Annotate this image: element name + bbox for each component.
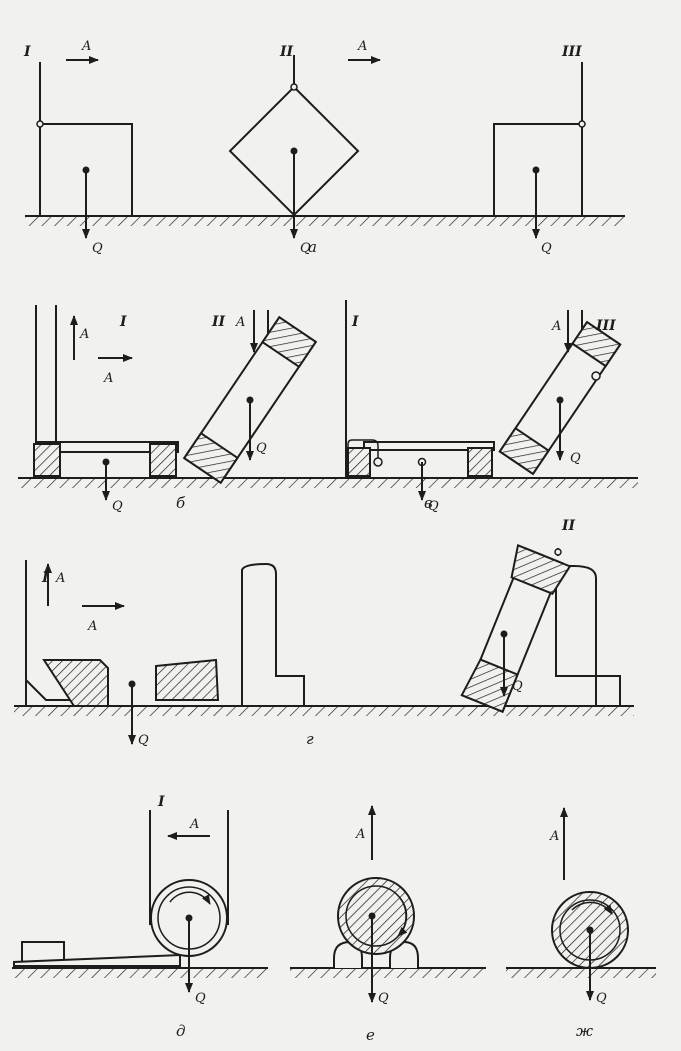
caption-a: а <box>308 238 317 256</box>
load-label: Q <box>596 991 607 1006</box>
caption-b: б <box>176 494 186 512</box>
panel-e: A Q е <box>290 805 486 1044</box>
roman-label-1: I <box>119 314 127 330</box>
pull-label: A <box>235 315 245 330</box>
load-label: Q <box>92 241 103 256</box>
load-label: Q <box>112 499 123 514</box>
ground-d <box>12 967 268 978</box>
load-label: Q <box>195 991 206 1006</box>
stepped-block <box>241 562 305 707</box>
panel-g: I A A Q II Q г <box>14 518 634 748</box>
pull-label: A <box>79 327 89 342</box>
ground-e <box>290 967 486 978</box>
roman-label-2: II <box>279 44 294 60</box>
caption-v: в <box>424 494 433 512</box>
ground-zh <box>506 967 656 978</box>
body-b-position-2: II A Q <box>182 310 318 485</box>
load-label: Q <box>138 733 149 748</box>
load-label: Q <box>428 499 439 514</box>
roman-label-1: I <box>157 794 165 810</box>
pull-label: A <box>103 371 113 386</box>
body-a-position-2: II A Q <box>228 39 381 256</box>
pull-label: A <box>551 319 561 334</box>
pull-label: A <box>549 829 559 844</box>
pull-label: A <box>355 827 365 842</box>
pull-label: A <box>357 39 367 54</box>
body-a-position-1: I A Q <box>23 39 133 256</box>
roman-label-2: II <box>561 518 576 534</box>
roman-label-1: I <box>351 314 359 330</box>
pull-label: A <box>55 571 65 586</box>
panel-zh: A Q ж <box>506 807 656 1040</box>
load-label: Q <box>300 241 311 256</box>
panel-a: I A Q II A Q III Q а <box>23 39 625 256</box>
caption-d: д <box>176 1022 186 1040</box>
chock-block <box>21 941 65 963</box>
roman-label-1: I <box>23 44 31 60</box>
panel-b: I A A Q II A Q б <box>18 305 638 514</box>
panel-d: I A Q д <box>12 794 268 1040</box>
body-d-position-1: I A Q <box>149 794 229 1006</box>
roman-label-1: I <box>41 570 49 586</box>
load-label: Q <box>512 679 523 694</box>
body-v-position-1: I Q <box>347 314 495 514</box>
body-v-position-3: III A Q <box>498 310 622 476</box>
pull-label: A <box>189 817 199 832</box>
load-label: Q <box>256 441 267 456</box>
load-label: Q <box>378 991 389 1006</box>
caption-e: е <box>366 1026 375 1044</box>
body-e: A Q <box>333 805 419 1006</box>
ground-b <box>18 477 638 488</box>
roman-label-2: II <box>211 314 226 330</box>
roman-label-3: III <box>595 318 616 334</box>
body-g-position-1: I A A Q <box>25 560 220 748</box>
body-g-position-2: II Q <box>460 518 621 713</box>
panel-v: I Q III A Q в <box>345 300 622 514</box>
pull-label: A <box>81 39 91 54</box>
caption-zh: ж <box>576 1022 593 1040</box>
load-label: Q <box>570 451 581 466</box>
roman-label-3: III <box>561 44 582 60</box>
body-b-position-1: I A A Q <box>33 305 179 514</box>
load-label: Q <box>541 241 552 256</box>
body-zh: A Q <box>549 807 629 1006</box>
caption-g: г <box>306 730 314 748</box>
pull-label: A <box>87 619 97 634</box>
ground-g <box>14 705 634 716</box>
body-a-position-3: III Q <box>493 44 586 256</box>
